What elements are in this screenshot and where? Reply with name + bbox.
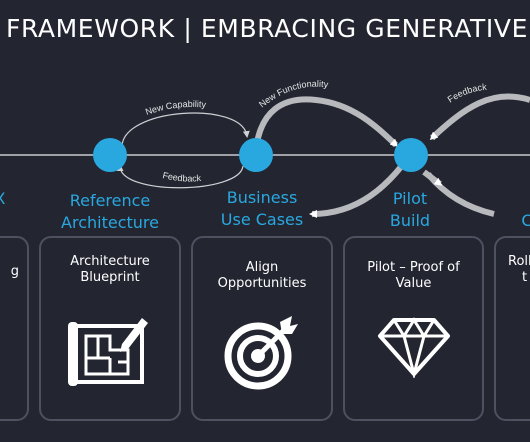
- card-line-2: t: [522, 270, 528, 285]
- page-title: FRAMEWORK | EMBRACING GENERATIVE: [6, 14, 528, 43]
- card-line-1: Architecture: [70, 254, 150, 269]
- new-functionality-label: New Functionality: [257, 79, 329, 110]
- stage-node-business-use-cases: [239, 138, 273, 172]
- diamond-icon: [345, 314, 482, 382]
- pilot-down-arrow: [422, 169, 443, 187]
- card-4: Roll t: [494, 236, 530, 421]
- card-line-2: Opportunities: [217, 276, 307, 291]
- stage-label-pilot-build: Pilot Build: [389, 189, 431, 230]
- stage-label-4: C: [521, 211, 530, 230]
- new-functionality-arrow: [253, 96, 399, 151]
- card-line-1: Pilot – Proof of: [367, 260, 460, 275]
- feedback-arrow-left: [116, 164, 244, 189]
- card-line-2: Blueprint: [80, 270, 140, 285]
- blueprint-icon: [41, 314, 179, 392]
- feedback-arrow-right: [429, 93, 530, 141]
- card-0: g: [0, 236, 29, 421]
- stage-node-pilot-build: [394, 138, 428, 172]
- card-line-2: Value: [395, 276, 432, 291]
- feedback-label-left: Feedback: [162, 170, 202, 183]
- card-architecture-blueprint: Architecture Blueprint: [39, 236, 181, 421]
- stage-label-0: X: [0, 188, 10, 210]
- stage-label-business-use-cases: Business Use Cases: [220, 188, 304, 229]
- card-align-opportunities: Align Opportunities: [191, 236, 333, 421]
- card-line-1: Roll: [508, 254, 530, 269]
- target-icon: [193, 314, 331, 394]
- stage-label-reference-architecture: Reference Architecture: [61, 191, 159, 232]
- card-line-1: Align: [245, 260, 279, 275]
- stage-node-reference-architecture: [93, 138, 127, 172]
- new-capability-arrow: [121, 112, 250, 149]
- card-pilot-proof-of-value: Pilot – Proof of Value: [343, 236, 484, 421]
- card-0-text: g: [10, 264, 19, 279]
